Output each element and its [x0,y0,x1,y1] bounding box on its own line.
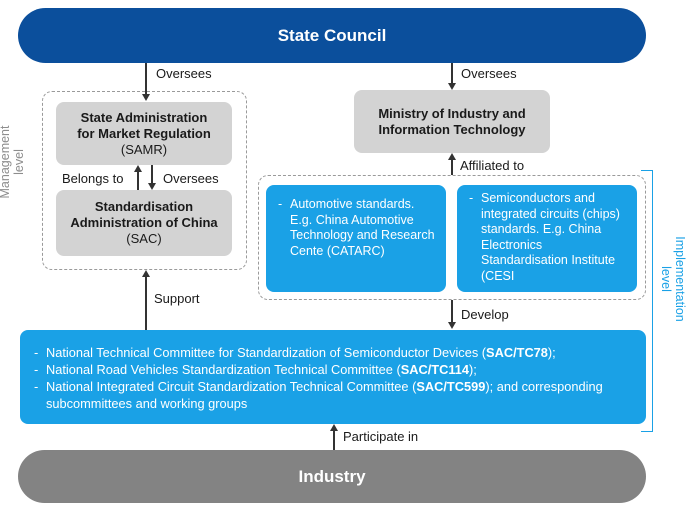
management-level-label: Management level [0,125,26,199]
samr-line3: (SAMR) [120,141,168,157]
miit-line1: Ministry of Industry and [378,105,526,121]
affiliated-to-label: Affiliated to [460,158,525,173]
belongs-to-label: Belongs to [62,171,124,186]
committee-code: SAC/TC78 [486,345,548,360]
implementation-level-label: Implementation level [659,236,687,322]
arrow-affiliated-line [451,159,453,175]
implementation-level-container [258,175,646,300]
arrow-oversees-left-line [145,63,147,95]
oversees-right-label: Oversees [461,66,517,81]
committee-item: - National Road Vehicles Standardization… [34,361,636,378]
committee-dash: - [34,379,39,394]
arrow-oversees-left-head [142,94,150,101]
industry-label: Industry [298,466,366,486]
support-label: Support [154,291,200,306]
committee-item: - National Technical Committee for Stand… [34,344,636,361]
arrow-oversees-inner-head [148,183,156,190]
arrow-oversees-right-head [448,83,456,90]
oversees-left-label: Oversees [156,66,212,81]
state-council-label: State Council [277,25,387,45]
arrow-participate-head [330,424,338,431]
committee-name: National Integrated Circuit Standardizat… [46,379,413,394]
samr-line2: for Market Regulation [77,125,211,141]
committee-suffix: ); [547,345,556,360]
committee-prefix: ( [412,379,417,394]
industry-node: Industry [18,450,646,503]
cesi-dash: - [469,191,474,205]
committee-suffix: ); [469,362,477,377]
committee-suffix: ); and corresponding subcommittees and w… [46,379,603,411]
miit-node: Ministry of Industry and Information Tec… [354,90,550,153]
technical-committees-node: - National Technical Committee for Stand… [20,330,646,424]
management-level-container [42,91,247,270]
committee-dash: - [34,345,39,360]
sac-line2: Administration of China [70,215,218,230]
committee-name: National Road Vehicles Standardization T… [46,362,397,377]
catarc-text: Automotive standards. E.g. China Automot… [290,197,435,258]
arrow-oversees-inner-line [151,165,153,184]
catarc-dash: - [278,197,283,211]
arrow-develop-head [448,322,456,329]
cesi-text: Semiconductors and integrated circuits (… [481,191,620,283]
arrow-develop-line [451,300,453,323]
arrow-support-head [142,270,150,277]
committee-code: SAC/TC599 [416,379,486,394]
sac-line1: Standardisation [94,199,194,214]
develop-label: Develop [461,307,509,322]
committee-prefix: ( [481,345,487,360]
cesi-node: - Semiconductors and integrated circuits… [457,185,637,292]
committee-item: - National Integrated Circuit Standardiz… [34,378,636,412]
committee-dash: - [34,362,39,377]
arrow-belongs-to-line [137,171,139,190]
implementation-bracket [641,170,653,432]
committee-name: National Technical Committee for Standar… [46,345,482,360]
committee-code: SAC/TC114 [400,362,469,377]
samr-node: State Administration for Market Regulati… [56,102,232,165]
committee-prefix: ( [396,362,401,377]
arrow-support-line [145,276,147,330]
arrow-oversees-right-line [451,63,453,84]
miit-line2: Information Technology [378,121,526,137]
participate-in-label: Participate in [343,429,419,444]
oversees-inner-label: Oversees [163,171,219,186]
samr-line1: State Administration [80,109,208,125]
catarc-node: - Automotive standards. E.g. China Autom… [266,185,446,292]
state-council-node: State Council [18,8,646,63]
sac-node: Standardisation Administration of China … [56,190,232,256]
arrow-affiliated-head [448,153,456,160]
arrow-participate-line [333,430,335,450]
sac-line3: (SAC) [126,231,162,246]
arrow-belongs-to-head [134,165,142,172]
